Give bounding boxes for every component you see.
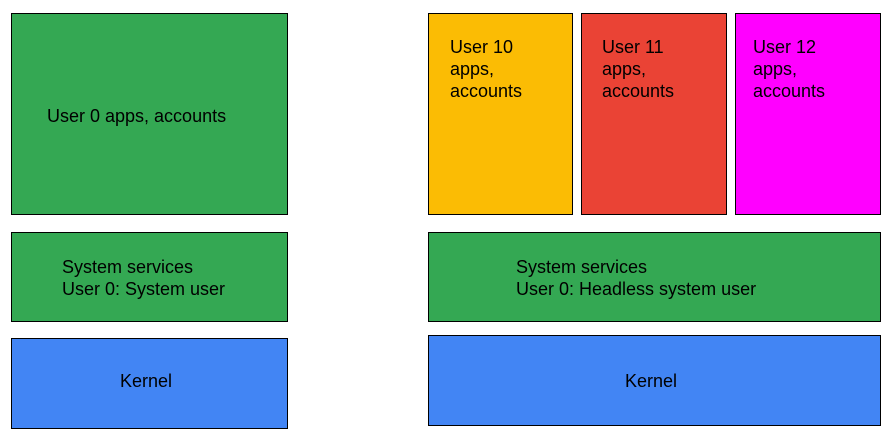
user11-apps-label: User 11 apps, accounts [602, 37, 675, 101]
kernel-box-left: Kernel [11, 338, 288, 429]
kernel-label-left: Kernel [120, 371, 173, 391]
headless-system-user-label: User 0: Headless system user [516, 279, 757, 299]
kernel-box-right: Kernel [428, 335, 881, 426]
system-services-box-right: System services User 0: Headless system … [428, 232, 881, 322]
system-services-label-right: System services [516, 257, 648, 277]
user12-apps-box: User 12 apps, accounts [735, 13, 881, 215]
system-services-box-left: System services User 0: System user [11, 232, 288, 322]
user0-apps-label: User 0 apps, accounts [47, 106, 227, 126]
kernel-label-right: Kernel [625, 371, 678, 391]
user10-apps-box: User 10 apps, accounts [428, 13, 573, 215]
user10-apps-label: User 10 apps, accounts [450, 37, 523, 101]
user11-apps-box: User 11 apps, accounts [581, 13, 727, 215]
user0-apps-box: User 0 apps, accounts [11, 13, 288, 215]
system-user-label-left: User 0: System user [62, 279, 226, 299]
system-services-label-left: System services [62, 257, 194, 277]
user12-apps-label: User 12 apps, accounts [753, 37, 826, 101]
